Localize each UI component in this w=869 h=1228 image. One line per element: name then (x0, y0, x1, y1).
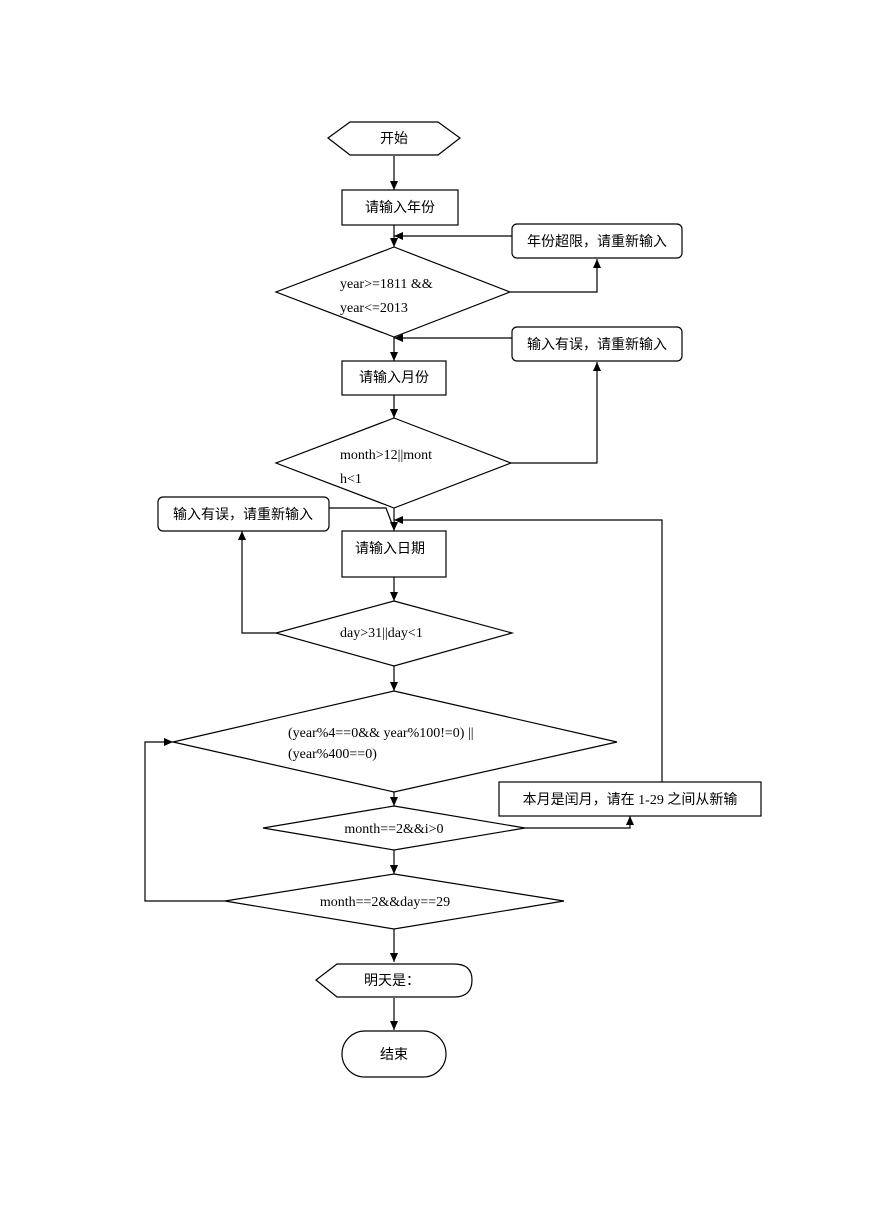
edges (144, 156, 663, 1030)
node-end: 结束 (341, 1030, 447, 1078)
node-check-month: month>12||mont h<1 (274, 417, 513, 509)
node-check-day-label: day>31||day<1 (340, 626, 423, 641)
node-check-year-line1: year>=1811 && (340, 277, 433, 292)
node-input-year-label: 请输入年份 (365, 200, 435, 216)
node-check-day: day>31||day<1 (273, 600, 515, 667)
node-check-year: year>=1811 && year<=2013 (274, 246, 512, 338)
node-check-feb29-label: month==2&&day==29 (320, 895, 450, 910)
node-input-month: 请输入月份 (341, 360, 447, 396)
node-leap-msg-label: 本月是闰月，请在 1-29 之间从新输 (523, 792, 738, 808)
node-day-error: 输入有误，请重新输入 (157, 496, 330, 532)
edge-day-error-back (329, 507, 395, 530)
node-year-error: 年份超限，请重新输入 (511, 223, 683, 259)
node-check-month-line2: h<1 (340, 472, 362, 487)
node-check-month-line1: month>12||mont (340, 448, 432, 463)
edge-check-day-yes-to-error (238, 531, 276, 634)
node-output-label: 明天是： (364, 974, 420, 989)
edge-leap-msg-back-to-input-day (394, 516, 663, 782)
node-day-error-label: 输入有误，请重新输入 (173, 507, 313, 523)
node-start-label: 开始 (380, 131, 408, 147)
node-input-year: 请输入年份 (341, 189, 459, 226)
node-check-leap-line1: (year%4==0&& year%100!=0) || (288, 726, 474, 741)
node-year-error-label: 年份超限，请重新输入 (527, 234, 667, 250)
edge-check-feb-yes-to-leap-msg (525, 816, 634, 829)
node-check-feb-label: month==2&&i>0 (344, 822, 443, 837)
node-check-year-line2: year<=2013 (340, 301, 408, 316)
node-month-error-label: 输入有误，请重新输入 (527, 337, 667, 353)
node-input-month-label: 请输入月份 (359, 370, 429, 386)
node-check-feb29: month==2&&day==29 (224, 873, 565, 930)
node-input-day: 请输入日期 (341, 530, 447, 578)
node-output: 明天是： (315, 963, 473, 998)
node-check-feb: month==2&&i>0 (262, 805, 526, 851)
node-leap-msg: 本月是闰月，请在 1-29 之间从新输 (498, 781, 762, 817)
node-check-leap-line2: (year%400==0) (288, 747, 377, 762)
node-start: 开始 (326, 121, 462, 156)
node-check-leap: (year%4==0&& year%100!=0) || (year%400==… (172, 690, 618, 793)
node-input-day-label: 请输入日期 (355, 541, 425, 557)
edge-check-feb29-back-to-check-leap (144, 738, 225, 902)
node-month-error: 输入有误，请重新输入 (511, 326, 683, 362)
node-end-label: 结束 (380, 1047, 408, 1063)
edge-check-year-yes-to-error (510, 259, 601, 293)
edge-check-month-yes-to-error (511, 362, 601, 464)
